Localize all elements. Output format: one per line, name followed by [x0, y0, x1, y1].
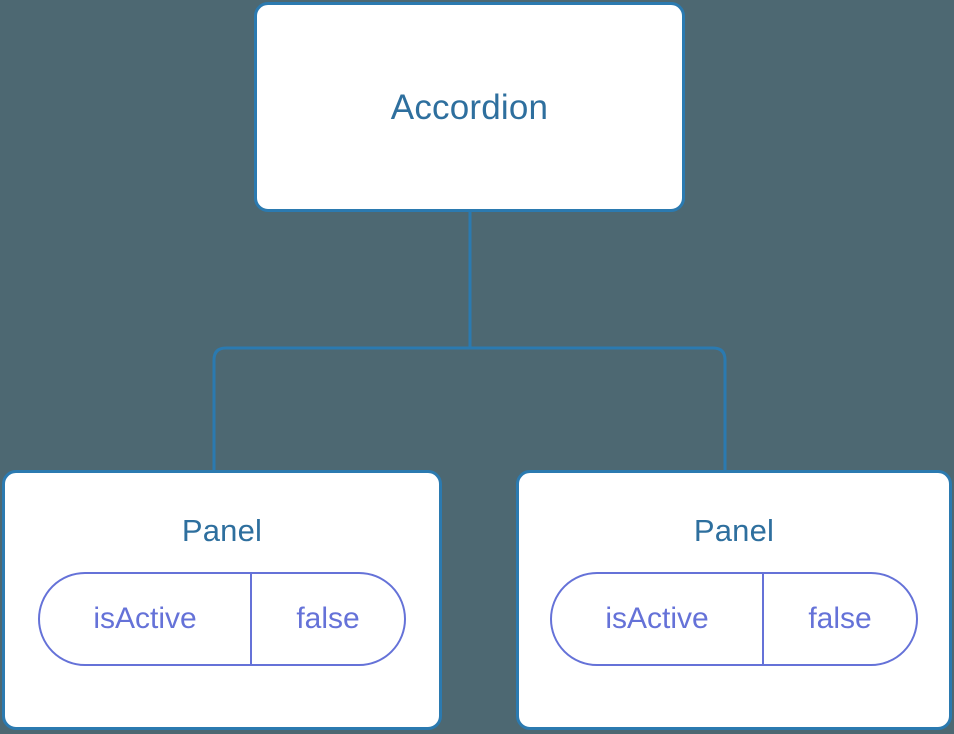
connector-branch-left — [212, 346, 470, 472]
prop-pill-right[interactable]: isActive false — [550, 572, 918, 666]
prop-value-left: false — [296, 602, 360, 635]
node-accordion[interactable]: Accordion — [254, 2, 685, 212]
node-title-panel-right: Panel — [693, 513, 775, 548]
connector-branch-right — [470, 346, 727, 472]
prop-key-right: isActive — [552, 574, 764, 664]
prop-pill-left[interactable]: isActive false — [38, 572, 406, 666]
node-panel-right[interactable]: Panel isActive false — [516, 470, 952, 730]
node-title-panel-left: Panel — [181, 513, 263, 548]
node-title-accordion: Accordion — [390, 87, 549, 127]
prop-key-left: isActive — [40, 574, 252, 664]
prop-value-right: false — [808, 602, 872, 635]
node-panel-left[interactable]: Panel isActive false — [2, 470, 442, 730]
